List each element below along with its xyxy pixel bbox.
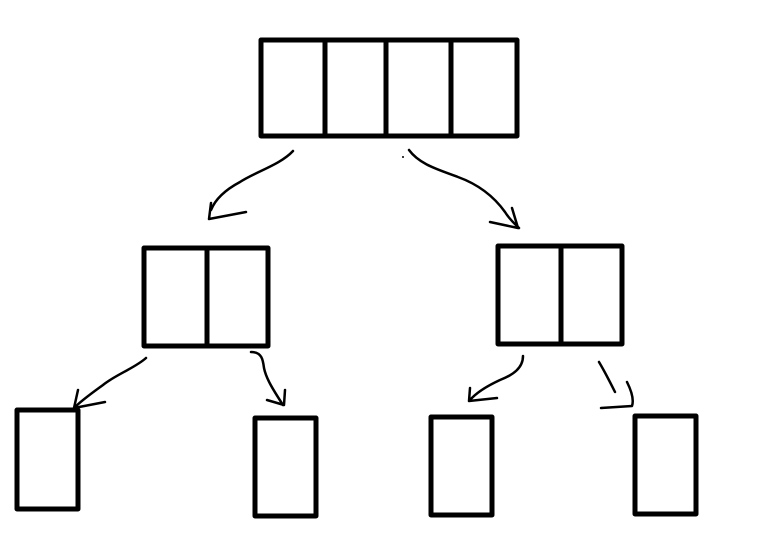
arrow-root-to-left — [207, 149, 295, 221]
left-child-node — [141, 245, 271, 349]
root-node — [258, 37, 520, 139]
leaf-node-2 — [252, 415, 319, 519]
arrow-head — [599, 380, 635, 410]
arrow-shaft — [597, 360, 617, 394]
arrow-head — [265, 388, 287, 407]
leaf-node-4 — [632, 413, 699, 517]
arrow-shaft — [407, 148, 521, 230]
root-node-box — [258, 37, 520, 139]
arrow-shaft — [209, 149, 295, 212]
arrow-shaft — [249, 350, 285, 407]
leaf-node-1 — [14, 407, 81, 512]
arrow-shaft — [468, 354, 525, 402]
arrow-right-to-leaf4 — [597, 360, 635, 410]
arrow-head — [467, 386, 499, 403]
arrow-head — [488, 206, 520, 230]
arrow-right-to-leaf3 — [467, 354, 525, 403]
arrow-head — [72, 388, 107, 410]
arrow-shaft — [72, 356, 148, 410]
right-child-node — [495, 243, 625, 347]
arrow-left-to-leaf2 — [249, 350, 287, 407]
arrow-root-to-right — [407, 148, 521, 230]
stray-dot — [402, 156, 404, 158]
arrow-head — [207, 201, 248, 221]
arrow-left-to-leaf1 — [72, 356, 148, 410]
leaf-node-3 — [428, 414, 495, 518]
